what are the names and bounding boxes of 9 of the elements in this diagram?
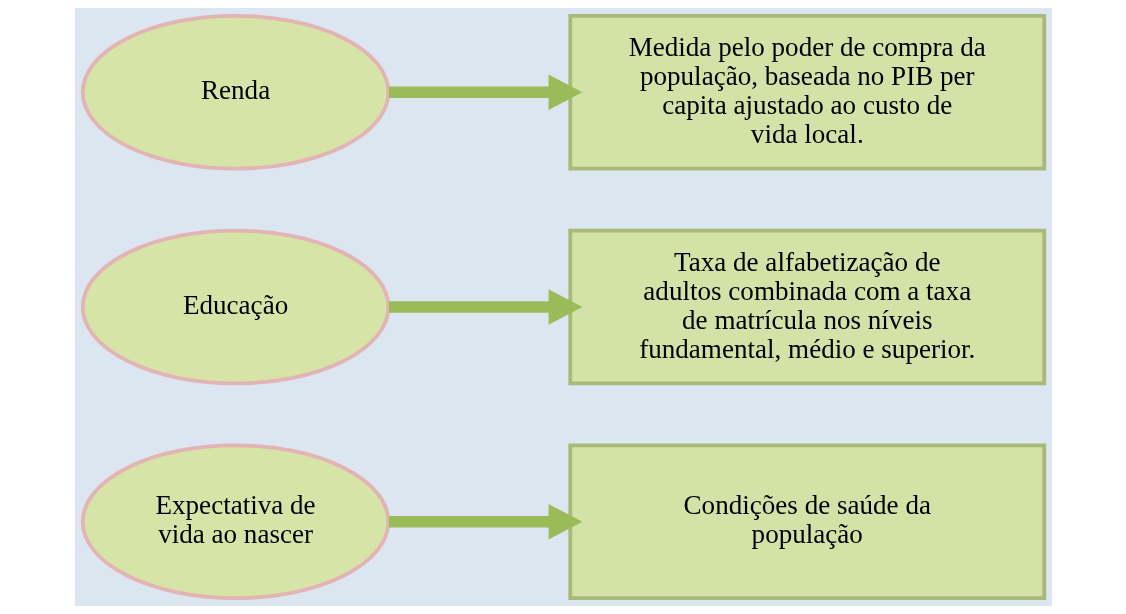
node-ellipse: Educação: [80, 228, 390, 386]
arrow: [388, 504, 582, 540]
arrow: [388, 289, 582, 325]
node-box: Condições de saúde da população: [567, 443, 1046, 601]
node-box: Taxa de alfabetização de adultos combinada com a taxa de matrícula nos níveis fundamental, médio e superior.: [567, 228, 1046, 386]
node-ellipse: Expectativa de vida ao nascer: [80, 443, 390, 601]
node-box: Medida pelo poder de compra da população, baseada no PIB per capita ajustado ao custo de vida local.: [567, 13, 1046, 171]
node-ellipse: Renda: [80, 13, 390, 171]
arrow: [388, 74, 582, 110]
